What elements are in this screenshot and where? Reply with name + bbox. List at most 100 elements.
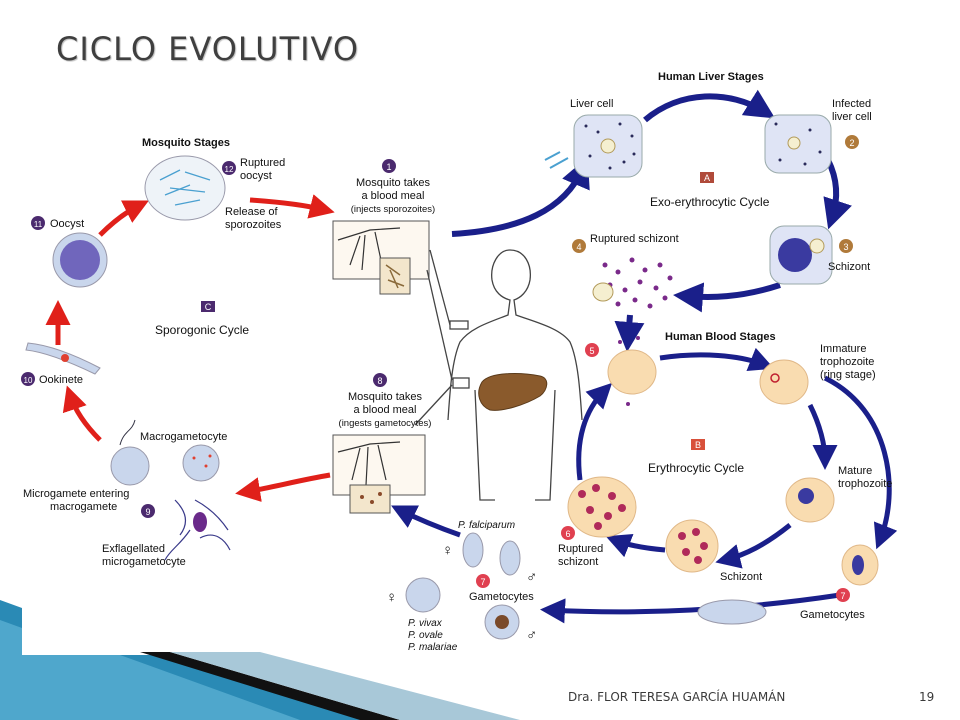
vivax-female-gametocyte [405,577,441,613]
mosquito-bite-inset-1 [332,220,430,295]
microgamete-flagellum [119,419,136,446]
ruptured-oocyst-image [144,155,226,221]
arrow-to-blood [614,314,645,352]
step-4-badge [572,239,586,253]
step-3-label: Schizont [828,261,870,273]
step-3-badge [839,239,853,253]
cycle-arrows [45,89,898,624]
rbc-ruptured-schizont [567,476,637,538]
arrow-to-mosquito-bite [249,194,335,219]
step-2-number: 2 [849,138,854,148]
cycle-a-letter: A [704,173,710,183]
immature-line1: Immature [820,343,866,355]
step-10-label: Ookinete [39,374,83,386]
step-1-badge [382,159,396,173]
footer-author: Dra. FLOR TERESA GARCÍA HUAMÁN [568,690,786,704]
human-silhouette [414,249,583,501]
step-12-line3: Release of [225,206,279,218]
liver-stages-heading: Human Liver Stages [658,71,764,83]
male-symbol-top: ♂ [526,569,537,586]
falciparum-label: P. falciparum [458,520,515,531]
cycle-c-label: Sporogonic Cycle [155,323,249,337]
step-2-line2: liver cell [832,111,872,123]
liver-cell-image [544,114,643,178]
step-10-badge [21,372,35,386]
step-7a-badge [476,574,490,588]
step-3-number: 3 [843,242,848,252]
arrow-return-merozoites [576,382,613,481]
page-number: 19 [919,690,935,704]
species-malariae: P. malariae [408,642,458,653]
cycle-a-label: Exo-erythrocytic Cycle [650,195,770,209]
step-8-line3: (ingests gametocytes) [339,418,432,429]
arrow-to-mosquito [391,505,461,538]
arrow-gametocytes-bottom [540,592,841,624]
macrogametocyte-image [182,444,220,482]
infected-liver-cell-image [764,114,832,174]
arrow-liver-right [823,158,852,230]
arrow-to-ookinete [62,385,102,442]
species-vivax: P. vivax [408,618,443,629]
rbc-blood-schizont [665,519,719,573]
cycle-c-badge [201,301,215,312]
blood-stages-heading: Human Blood Stages [665,331,776,343]
step-8-line1: Mosquito takes [348,391,422,403]
arrow-schizont [715,523,792,569]
ookinete-nucleus [61,354,69,362]
step-11-number: 11 [34,220,43,229]
step-7b-label: Gametocytes [800,609,865,621]
step-1-line1: Mosquito takes [356,177,430,189]
step-7a-label: Gametocytes [469,591,534,603]
step-5-badge [585,343,599,357]
falciparum-male-gametocyte [499,540,521,576]
step-6-badge [561,526,575,540]
step-1-line3: (injects sporozoites) [351,204,435,215]
macrogametocyte-label: Macrogametocyte [140,431,227,443]
step-6-line1: Ruptured [558,543,603,555]
mosquito-stages-heading: Mosquito Stages [142,137,230,149]
step-1-line2: a blood meal [362,190,425,202]
arrow-sporozoites-to-liver [451,156,590,237]
step-12-line2: oocyst [240,170,272,182]
step-9-number: 9 [145,507,150,517]
vivax-male-pigment [495,615,509,629]
oocyst-contents [60,240,100,280]
step-4-label: Ruptured schizont [590,233,679,245]
step-12-line4: sporozoites [225,219,282,231]
exflagellated-line1: Exflagellated [102,543,165,555]
rbc-merozoite [607,349,657,395]
mosquito-bite-inset-8 [332,434,426,514]
liver-cell-label: Liver cell [570,98,613,110]
step-9-badge [141,504,155,518]
arrow-ring [659,347,775,372]
arrow-rupture [605,533,666,558]
gametocyte-right-parasite [852,555,864,575]
step-11-badge [31,216,45,230]
blood-schizont-label: Schizont [720,571,762,583]
step-2-line1: Infected [832,98,871,110]
cycle-c-letter: C [205,302,212,312]
liver-organ [478,373,548,411]
mature-line2: trophozoite [838,478,892,490]
elongated-gametocyte [697,599,767,625]
male-symbol-bottom: ♂ [526,627,537,644]
arrow-gut-to-macro [235,472,331,502]
cycle-b-label: Erythrocytic Cycle [648,461,744,475]
arrow-to-ruptured-oocyst [98,200,149,237]
mature-line1: Mature [838,465,872,477]
falciparum-female-gametocyte [462,532,484,568]
free-merozoites [618,336,640,406]
female-symbol-top: ♀ [442,542,453,559]
arrow-liver-top [643,89,776,123]
ring-parasite [770,373,780,383]
step-6-number: 6 [565,529,570,539]
step-8-line2: a blood meal [354,404,417,416]
ruptured-liver-schizont-image [592,257,673,309]
step-4-number: 4 [576,242,581,252]
species-ovale: P. ovale [408,630,443,641]
macrogametocyte-dots [192,454,212,468]
arrow-mature [807,403,838,470]
cycle-a-badge [700,172,714,183]
step-12-line1: Ruptured [240,157,285,169]
step-6-line2: schizont [558,556,598,568]
